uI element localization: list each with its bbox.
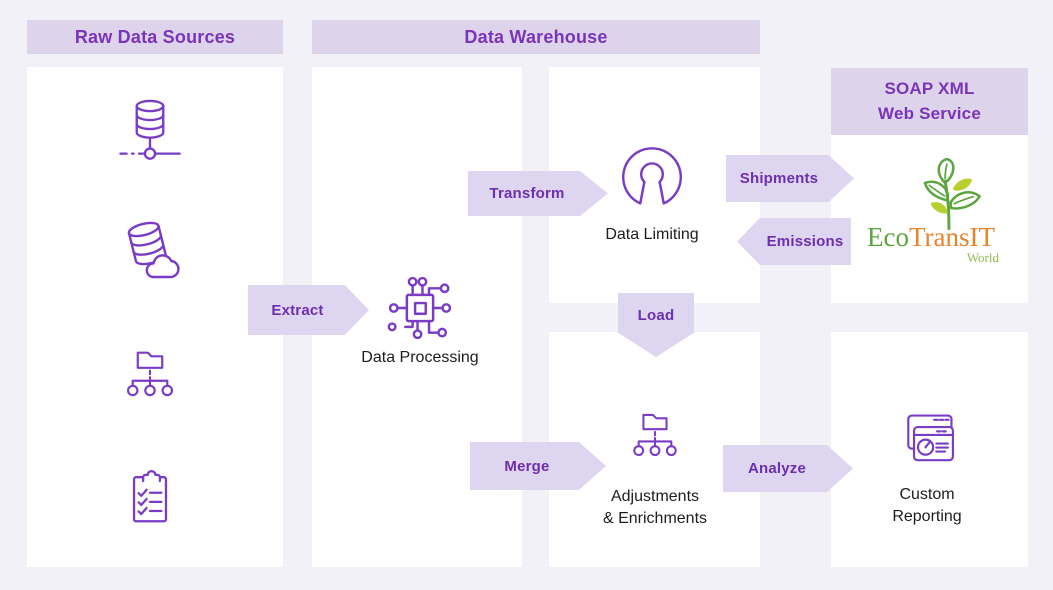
folder-hierarchy-icon xyxy=(114,339,186,411)
checklist-clipboard-icon xyxy=(112,462,188,538)
data-processing-label: Data Processing xyxy=(361,349,479,366)
raw-data-sources-title: Raw Data Sources xyxy=(74,26,236,47)
ecotransit-wordmark: EcoTransIT xyxy=(867,222,995,252)
keyhole-ring-icon xyxy=(616,144,688,216)
cpu-chip-icon xyxy=(379,267,461,349)
analyze-arrow: Analyze xyxy=(723,445,853,492)
shipments-arrow: Shipments xyxy=(726,155,854,202)
ecotransit-logo: EcoTransIT World xyxy=(845,158,1017,266)
merge-arrow: Merge xyxy=(470,442,606,490)
custom-reporting-label: Custom Reporting xyxy=(892,486,962,525)
plant-leaves-icon xyxy=(923,158,981,230)
cloud-database-icon xyxy=(108,213,188,293)
report-windows-icon xyxy=(891,404,963,476)
soap-service-panel xyxy=(831,135,1028,303)
raw-data-sources-header: Raw Data Sources xyxy=(27,20,283,54)
soap-title-line1: SOAP XML xyxy=(884,78,975,98)
data-warehouse-header: Data Warehouse xyxy=(312,20,760,54)
soap-service-header: SOAP XML Web Service xyxy=(831,68,1028,135)
data-warehouse-title: Data Warehouse xyxy=(464,26,608,47)
soap-title-line2: Web Service xyxy=(878,103,981,123)
adjustments-enrichments-label: Adjustments & Enrichments xyxy=(602,488,708,527)
extract-arrow: Extract xyxy=(248,285,369,335)
adjustments-folder-hierarchy-icon xyxy=(621,402,689,470)
ecotransit-world-text: World xyxy=(966,250,999,265)
data-limiting-label: Data Limiting xyxy=(605,226,699,243)
emissions-arrow: Emissions xyxy=(737,218,851,265)
networked-database-icon xyxy=(111,92,189,170)
transform-arrow: Transform xyxy=(468,171,608,216)
